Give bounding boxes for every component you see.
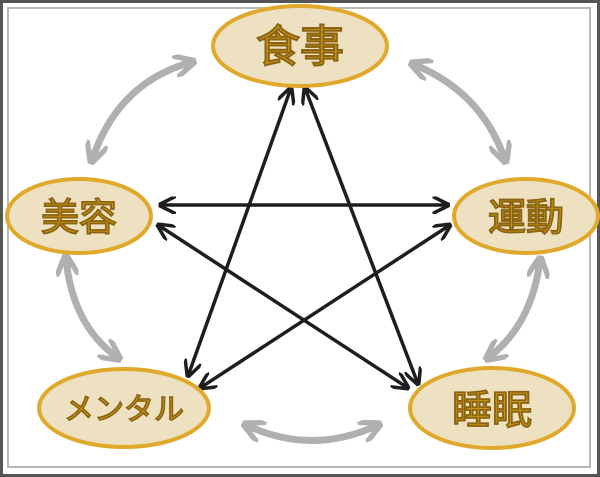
cycle-arrows [66,62,540,444]
node-mental-shape [37,367,211,449]
node-sleep-shape [408,366,576,450]
node-beauty-shape [5,177,153,255]
cycle-arrow-food-exercise [413,64,505,160]
cycle-arrow-exercise-sleep [488,260,540,358]
star-arrow-food-mental [188,88,291,376]
cycle-arrow-beauty-mental [66,258,118,358]
node-food-shape [211,4,389,88]
cycle-arrow-food-beauty [92,62,192,160]
node-beauty-label: 美容 [41,195,117,240]
cycle-arrow-mental-sleep [246,425,378,444]
node-food: 食事 [211,4,389,88]
star-arrow-food-sleep [305,88,418,384]
node-food-label: 食事 [256,22,344,73]
node-sleep: 睡眠 [408,366,576,450]
node-exercise: 運動 [452,177,600,255]
node-sleep-label: 睡眠 [452,387,532,434]
star-arrow-beauty-sleep [158,225,408,388]
star-arrows [158,88,450,388]
node-exercise-label: 運動 [488,195,564,240]
node-mental-label: メンタル [64,393,184,428]
node-exercise-shape [452,177,600,255]
star-arrow-exercise-mental [200,225,450,388]
node-beauty: 美容 [5,177,153,255]
node-mental: メンタル [37,367,211,449]
